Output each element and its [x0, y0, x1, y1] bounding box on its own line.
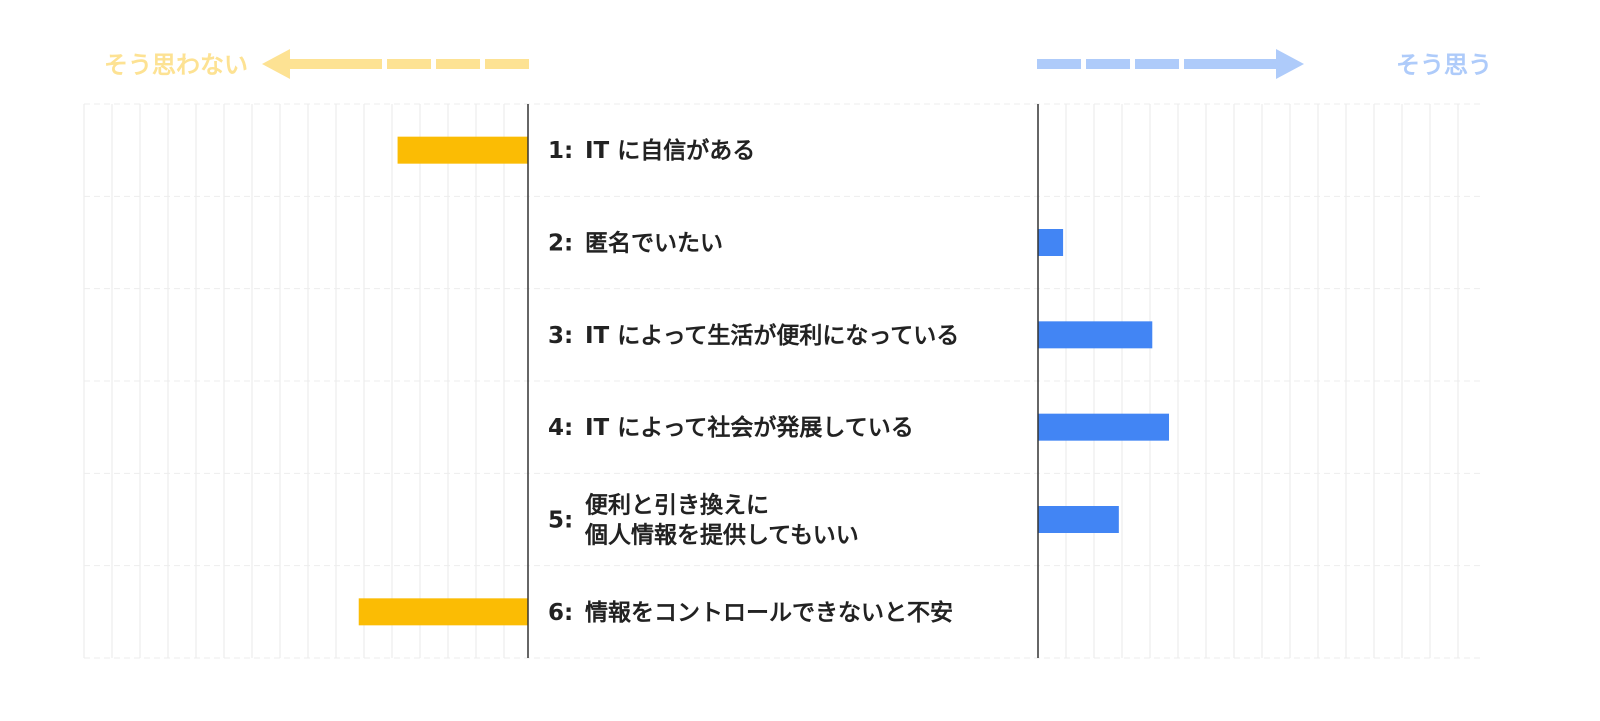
legend-arrow-dash: [436, 59, 480, 69]
category-number: 2:: [548, 231, 573, 257]
category-label: IT によって生活が便利になっている: [585, 322, 959, 349]
category-number: 1:: [548, 138, 573, 164]
category-label: IT に自信がある: [585, 137, 755, 164]
legend-arrow-dash: [1037, 59, 1081, 69]
category-number: 5:: [548, 508, 573, 534]
bar-agree: [1038, 506, 1119, 533]
legend: そう思わない そう思う: [104, 49, 1492, 79]
category-label: 便利と引き換えに: [585, 493, 769, 519]
legend-arrow-dash: [1135, 59, 1179, 69]
legend-arrow-dash: [387, 59, 431, 69]
bar-disagree: [358, 598, 528, 626]
legend-arrow-dash: [1086, 59, 1130, 69]
grid: [83, 103, 1484, 659]
category-label: 情報をコントロールできないと不安: [585, 599, 953, 626]
legend-arrow-dash: [485, 59, 529, 69]
legend-label-agree: そう思う: [1396, 51, 1492, 79]
bar-agree: [1038, 321, 1153, 349]
category-labels: 1: IT に自信がある 2: 匿名でいたい 3: IT によって生活が便利になっている 4…: [548, 137, 959, 626]
category-number: 3:: [548, 323, 573, 349]
axis-lines: [527, 104, 1039, 658]
bar-agree: [1038, 413, 1170, 441]
category-label: 個人情報を提供してもいい: [584, 522, 859, 549]
legend-arrow-shaft: [288, 59, 382, 69]
bar-disagree: [397, 136, 528, 164]
legend-arrow-shaft: [1184, 59, 1278, 69]
arrow-left-icon: [262, 49, 290, 79]
bar-agree: [1038, 229, 1064, 256]
bars: [358, 136, 1170, 626]
arrow-right-icon: [1276, 49, 1304, 79]
category-label: 匿名でいたい: [585, 230, 723, 257]
legend-label-disagree: そう思わない: [104, 51, 248, 79]
category-number: 4:: [548, 415, 573, 441]
category-number: 6:: [548, 600, 573, 626]
category-label: IT によって社会が発展している: [585, 414, 914, 441]
